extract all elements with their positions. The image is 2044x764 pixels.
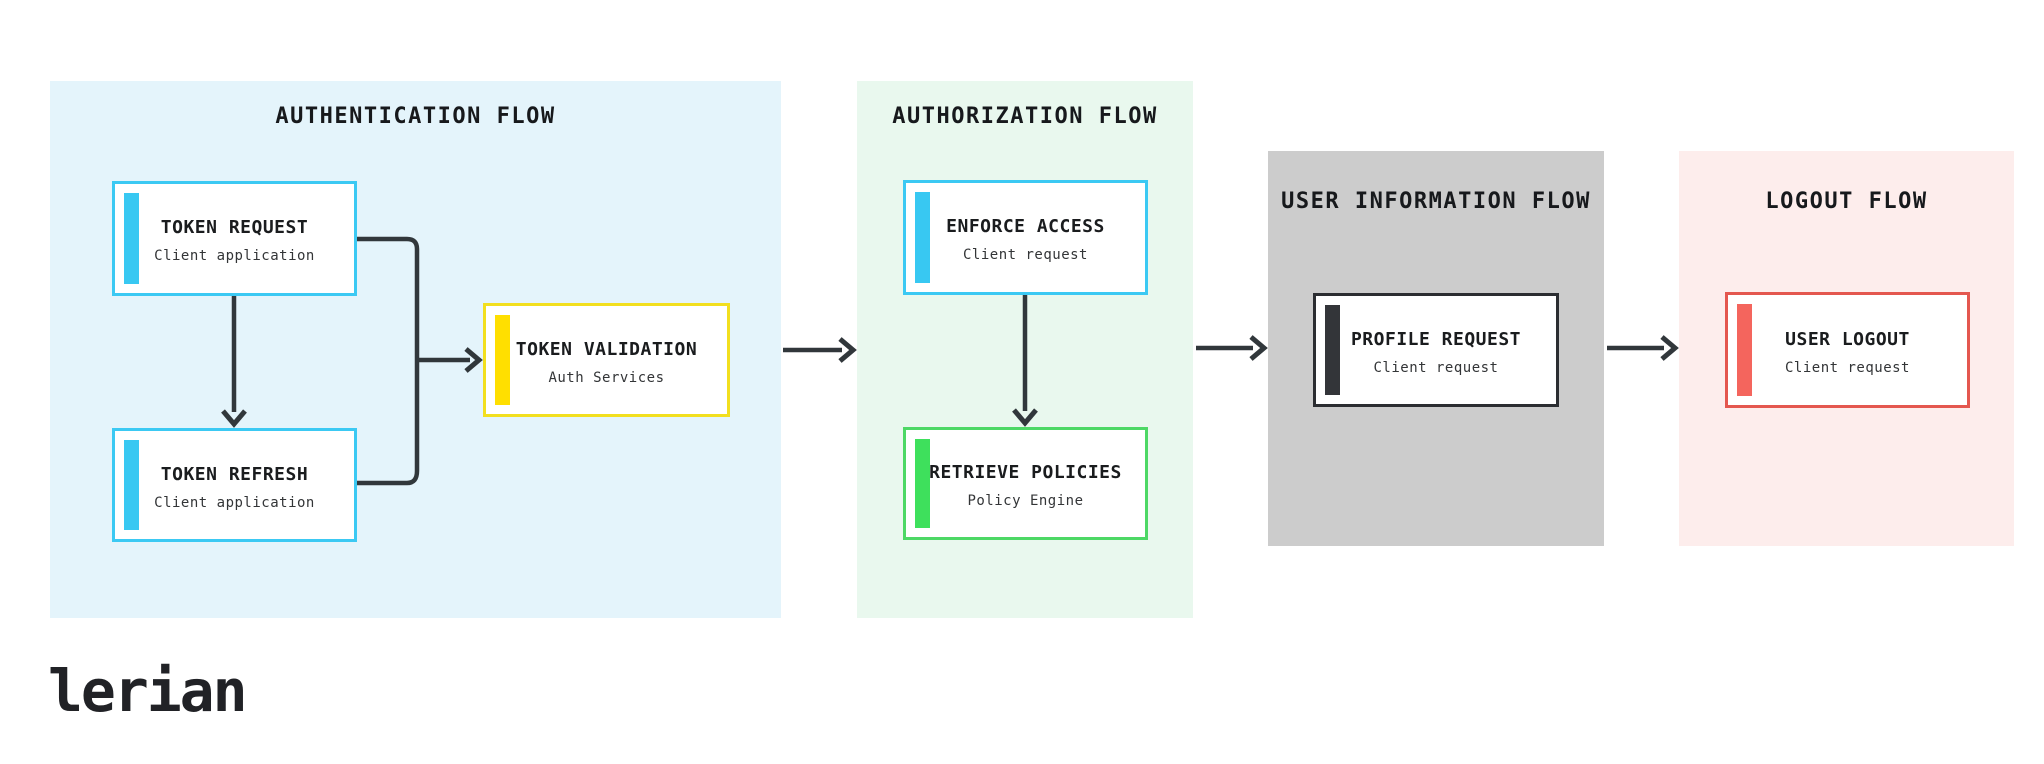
accent-bar-cyan bbox=[124, 193, 139, 284]
accent-bar-green bbox=[915, 439, 930, 528]
accent-bar-yellow bbox=[495, 315, 510, 405]
panel-logout-flow: LOGOUT FLOW USER LOGOUT Client request bbox=[1679, 151, 2014, 546]
node-subtitle: Auth Services bbox=[548, 369, 665, 386]
panel-user-information-flow: USER INFORMATION FLOW PROFILE REQUEST Cl… bbox=[1268, 151, 1604, 546]
node-title: RETRIEVE POLICIES bbox=[929, 462, 1122, 483]
node-title: USER LOGOUT bbox=[1785, 328, 1910, 350]
panel-title-authentication-flow: AUTHENTICATION FLOW bbox=[275, 104, 556, 129]
node-token-request: TOKEN REQUEST Client application bbox=[112, 181, 357, 296]
node-subtitle: Client request bbox=[962, 247, 1088, 263]
node-title: TOKEN REFRESH bbox=[160, 463, 309, 485]
accent-bar-cyan bbox=[915, 192, 930, 283]
node-title: PROFILE REQUEST bbox=[1350, 328, 1522, 350]
accent-bar-dark bbox=[1325, 305, 1340, 395]
panel-title-authorization-flow: AUTHORIZATION FLOW bbox=[892, 104, 1158, 129]
accent-bar-cyan bbox=[124, 440, 139, 530]
panel-title-user-information-flow: USER INFORMATION FLOW bbox=[1281, 189, 1591, 214]
node-profile-request: PROFILE REQUEST Client request bbox=[1313, 293, 1559, 407]
node-user-logout: USER LOGOUT Client request bbox=[1725, 292, 1970, 408]
arrowhead-to-logout bbox=[1660, 335, 1679, 361]
lerian-logo: lerian bbox=[48, 657, 248, 725]
panel-authentication-flow: AUTHENTICATION FLOW TOKEN REQUEST Client… bbox=[50, 81, 781, 618]
arrowhead-to-userinfo bbox=[1249, 335, 1268, 361]
node-subtitle: Client request bbox=[1373, 359, 1499, 376]
node-token-refresh: TOKEN REFRESH Client application bbox=[112, 428, 357, 542]
node-title: TOKEN REQUEST bbox=[160, 217, 309, 238]
node-title: TOKEN VALIDATION bbox=[515, 338, 698, 360]
arrowhead-to-authz bbox=[838, 337, 857, 363]
node-subtitle: Client application bbox=[154, 494, 315, 511]
node-subtitle: Client application bbox=[154, 248, 315, 264]
panel-authorization-flow: AUTHORIZATION FLOW ENFORCE ACCESS Client… bbox=[857, 81, 1193, 618]
node-title: ENFORCE ACCESS bbox=[946, 216, 1105, 237]
node-subtitle: Policy Engine bbox=[967, 493, 1084, 509]
node-subtitle: Client request bbox=[1784, 359, 1910, 376]
node-retrieve-policies: RETRIEVE POLICIES Policy Engine bbox=[903, 427, 1148, 540]
panel-title-logout-flow: LOGOUT FLOW bbox=[1765, 189, 1928, 214]
node-token-validation: TOKEN VALIDATION Auth Services bbox=[483, 303, 730, 417]
accent-bar-red bbox=[1737, 304, 1752, 396]
node-enforce-access: ENFORCE ACCESS Client request bbox=[903, 180, 1148, 295]
